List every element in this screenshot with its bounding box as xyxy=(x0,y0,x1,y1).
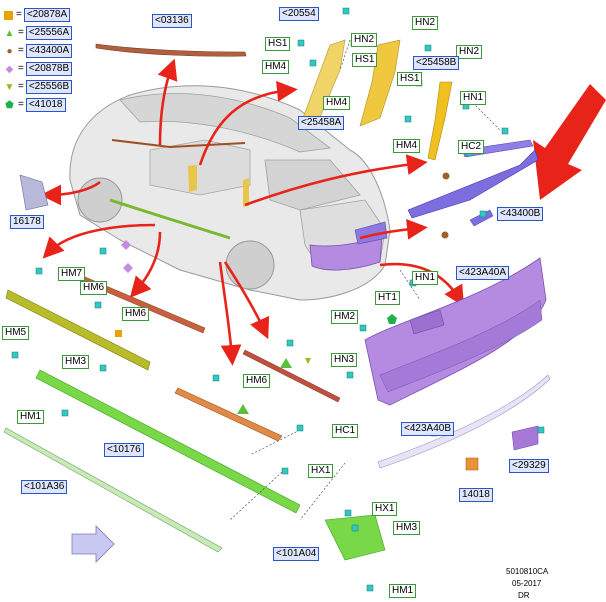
corner-bracket-part xyxy=(19,174,49,211)
part-label-25458b[interactable]: <25458B xyxy=(413,56,460,70)
part-label-10176[interactable]: <10176 xyxy=(104,443,144,457)
fastener-label-hm4[interactable]: HM4 xyxy=(323,96,351,110)
mudflap-part xyxy=(324,514,386,561)
fastener-label-hn1[interactable]: HN1 xyxy=(412,271,439,285)
fastener-label-hn1[interactable]: HN1 xyxy=(460,91,487,105)
fastener-label-hn2[interactable]: HN2 xyxy=(456,45,483,59)
part-label-29329[interactable]: <29329 xyxy=(509,459,549,473)
part-label-101a04[interactable]: <101A04 xyxy=(273,547,320,561)
legend-item-25556a: ▲=<25556A xyxy=(4,26,73,40)
part-label-03136[interactable]: <03136 xyxy=(152,14,192,28)
large-red-pointer xyxy=(533,84,606,200)
callout-arrows xyxy=(40,58,465,366)
part-label-14018[interactable]: 14018 xyxy=(459,488,493,502)
legend-item-20878a: =<20878A xyxy=(4,8,71,22)
door-moulding-rear xyxy=(174,387,283,442)
roof-moulding-part xyxy=(95,43,247,57)
side-skirt-part xyxy=(35,369,301,514)
fastener-label-hm6[interactable]: HM6 xyxy=(80,281,108,295)
diagram-date: 05-2017 xyxy=(512,579,542,588)
scene-legend-markers xyxy=(115,172,450,414)
connector-part xyxy=(465,457,479,471)
legend-code[interactable]: <20878B xyxy=(25,62,73,76)
diagram-code: 5010810CA xyxy=(506,567,549,576)
part-label-25458a[interactable]: <25458A xyxy=(298,116,345,130)
fastener-label-hx1[interactable]: HX1 xyxy=(308,464,334,478)
part-label-16178[interactable]: 16178 xyxy=(10,215,44,229)
part-label-423a40b[interactable]: <423A40B xyxy=(401,422,454,436)
diagram-region: DR xyxy=(518,591,530,600)
fastener-label-hn2[interactable]: HN2 xyxy=(412,16,439,30)
front-direction-arrow xyxy=(71,525,115,563)
part-label-43400b[interactable]: <43400B xyxy=(497,207,544,221)
fastener-label-hs1[interactable]: HS1 xyxy=(397,72,423,86)
fastener-label-hx1[interactable]: HX1 xyxy=(372,502,398,516)
fastener-label-hm3[interactable]: HM3 xyxy=(393,521,421,535)
fastener-label-hn2[interactable]: HN2 xyxy=(351,33,378,47)
leader-lines xyxy=(229,39,501,521)
legend-item-43400a: ●=<43400A xyxy=(4,44,73,58)
part-label-20554[interactable]: <20554 xyxy=(279,7,319,21)
legend-code[interactable]: <20878A xyxy=(23,8,71,22)
legend-item-41018: ⬟=<41018 xyxy=(4,98,66,112)
part-label-423a40a[interactable]: <423A40A xyxy=(456,266,509,280)
legend-item-25556b: ▼=<25556B xyxy=(4,80,73,94)
fastener-label-hn3[interactable]: HN3 xyxy=(331,353,358,367)
fastener-label-hm4[interactable]: HM4 xyxy=(262,60,290,74)
fastener-label-ht1[interactable]: HT1 xyxy=(375,291,400,305)
pillar-trim-middle xyxy=(359,39,401,127)
vehicle-body xyxy=(69,85,391,301)
fastener-label-hm1[interactable]: HM1 xyxy=(17,410,45,424)
legend-code[interactable]: <25556B xyxy=(25,80,73,94)
bracket-part xyxy=(511,425,539,451)
legend-code[interactable]: <43400A xyxy=(25,44,73,58)
fastener-label-hs1[interactable]: HS1 xyxy=(265,37,291,51)
bumper-lower-trim xyxy=(377,374,551,469)
fastener-label-hc2[interactable]: HC2 xyxy=(458,140,485,154)
fastener-label-hm5[interactable]: HM5 xyxy=(2,326,30,340)
tailgate-moulding-part xyxy=(407,149,539,219)
fastener-label-hm4[interactable]: HM4 xyxy=(393,139,421,153)
sill-moulding-upper xyxy=(5,289,151,371)
fastener-label-hm1[interactable]: HM1 xyxy=(389,584,417,598)
legend-item-20878b: ◆=<20878B xyxy=(4,62,73,76)
fastener-label-hm7[interactable]: HM7 xyxy=(58,267,86,281)
fastener-label-hm3[interactable]: HM3 xyxy=(62,355,90,369)
fastener-label-hm2[interactable]: HM2 xyxy=(331,310,359,324)
fastener-label-hm6[interactable]: HM6 xyxy=(243,374,271,388)
legend-code[interactable]: <41018 xyxy=(25,98,66,112)
fastener-label-hm6[interactable]: HM6 xyxy=(122,307,150,321)
legend-code[interactable]: <25556A xyxy=(25,26,73,40)
part-label-101a36[interactable]: <101A36 xyxy=(21,480,68,494)
fastener-label-hc1[interactable]: HC1 xyxy=(332,424,359,438)
pillar-trim-rear xyxy=(427,81,453,161)
door-trim-strip xyxy=(242,349,341,403)
sill-strip-part xyxy=(3,427,223,553)
fastener-label-hs1[interactable]: HS1 xyxy=(352,53,378,67)
